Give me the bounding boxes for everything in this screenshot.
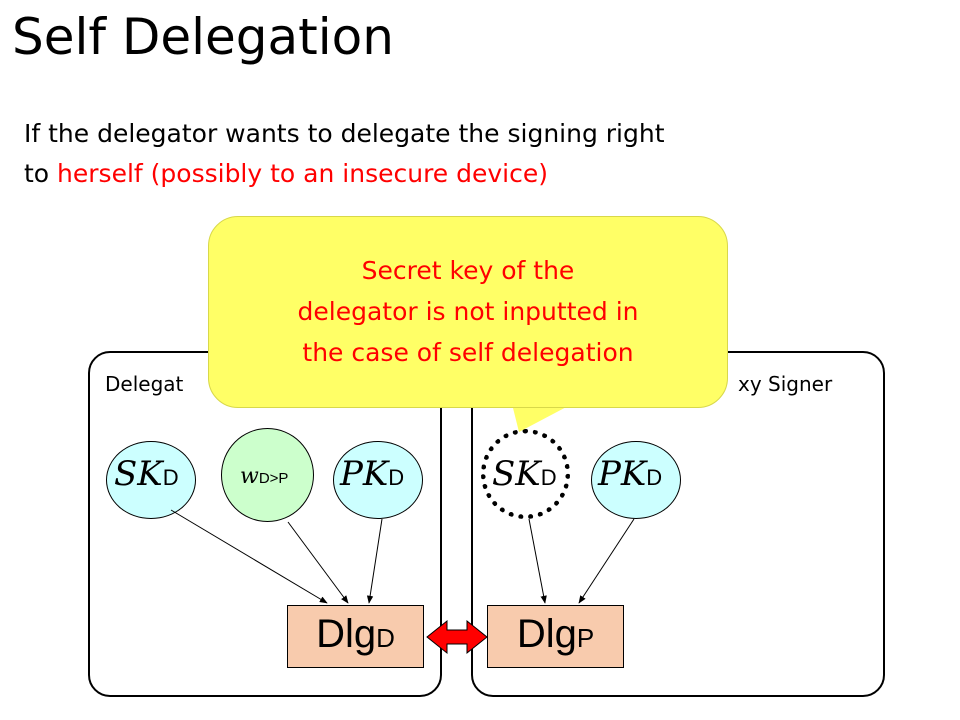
- delegator-w-main: w: [240, 464, 259, 489]
- callout-line-1: Secret key of the: [361, 256, 575, 285]
- arrow-delegator-pk-to-dlg-d: [366, 518, 383, 604]
- delegator-pk-sub: D: [388, 465, 405, 490]
- intro-text: If the delegator wants to delegate the s…: [24, 114, 665, 194]
- delegator-sk-label: SKD: [114, 454, 179, 494]
- proxy-sk-sub: D: [540, 465, 557, 490]
- dlg-d-box: DlgD: [287, 605, 424, 668]
- double-arrow: [426, 619, 488, 655]
- callout-line-3: the case of self delegation: [302, 338, 634, 367]
- intro-line-2-prefix: to: [24, 159, 58, 188]
- delegator-panel-label: Delegat: [105, 372, 184, 396]
- proxy-pk-label: PKD: [598, 454, 662, 494]
- proxy-sk-main: SK: [492, 454, 541, 494]
- intro-line-1: If the delegator wants to delegate the s…: [24, 119, 665, 148]
- delegator-pk-main: PK: [340, 454, 389, 494]
- arrow-proxy-pk-to-dlg-p: [578, 518, 635, 604]
- delegator-pk-node: [333, 441, 423, 519]
- proxy-signer-panel-label: xy Signer: [738, 372, 833, 396]
- delegator-pk-label: PKD: [340, 454, 404, 494]
- callout-text: Secret key of the delegator is not input…: [222, 250, 714, 373]
- delegator-sk-main: SK: [114, 454, 163, 494]
- intro-highlight: herself (possibly to an insecure device): [57, 159, 548, 188]
- callout-tail: [512, 404, 572, 432]
- dlg-p-sub: P: [576, 623, 595, 653]
- proxy-sk-node: [481, 429, 570, 519]
- proxy-pk-node: [591, 441, 681, 519]
- callout-line-2: delegator is not inputted in: [297, 297, 639, 326]
- delegator-sk-node: [106, 441, 196, 519]
- intro-line-2: to herself (possibly to an insecure devi…: [24, 154, 665, 194]
- delegator-w-label: wD>P: [240, 464, 288, 489]
- dlg-p-main: Dlg: [516, 612, 577, 656]
- delegator-sk-sub: D: [162, 465, 179, 490]
- delegator-w-sub: D>P: [258, 470, 289, 487]
- arrow-delegator-sk-to-dlg-d: [170, 509, 328, 604]
- dlg-d-main: Dlg: [316, 612, 377, 656]
- callout-bubble: [208, 216, 728, 408]
- arrow-proxy-sk-to-dlg-p: [528, 518, 547, 604]
- proxy-sk-label: SKD: [492, 454, 557, 494]
- proxy-pk-main: PK: [598, 454, 647, 494]
- dlg-p-box: DlgP: [487, 605, 624, 668]
- arrow-w-to-dlg-d: [287, 521, 349, 604]
- dlg-d-sub: D: [376, 623, 395, 653]
- delegator-w-node: [221, 428, 314, 522]
- slide-title: Self Delegation: [12, 8, 394, 66]
- proxy-pk-sub: D: [646, 465, 663, 490]
